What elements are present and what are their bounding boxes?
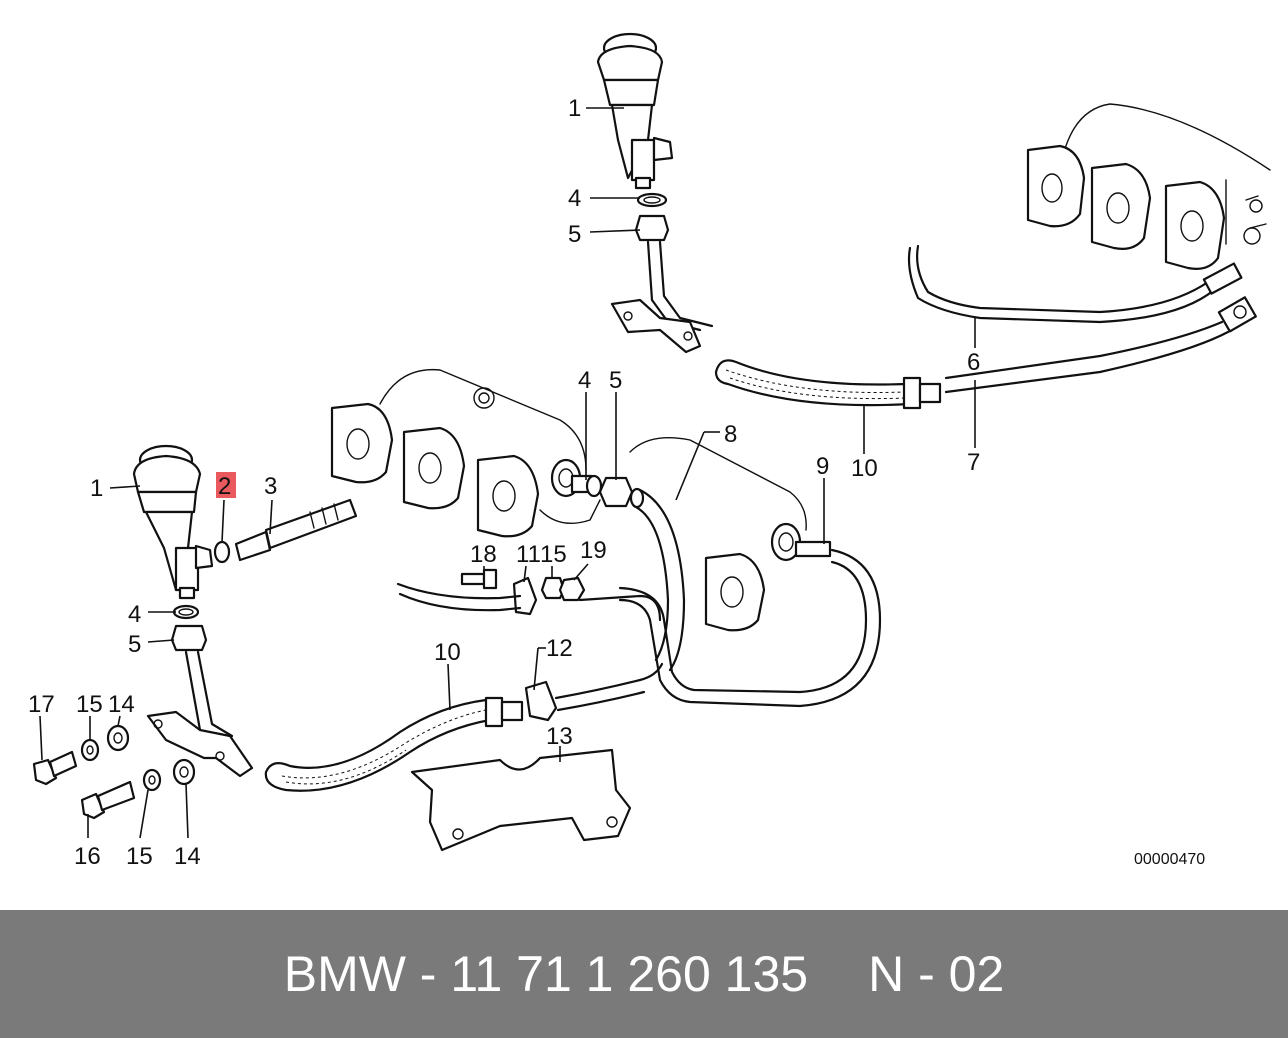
leader-lines	[39, 107, 976, 839]
top-valve	[596, 32, 674, 190]
top-washer-4	[636, 192, 668, 208]
hose-8	[638, 488, 686, 672]
callout-low-10: 10	[434, 639, 461, 666]
fitting-3	[234, 498, 358, 562]
callout-left-1: 1	[90, 475, 103, 502]
middle-manifold-right	[629, 437, 807, 632]
callout-11: 11	[516, 541, 541, 568]
callout-14b: 14	[174, 843, 201, 870]
lower-hose-10	[264, 696, 524, 792]
line-9	[618, 540, 882, 708]
part-footer: BMW - 11 71 1 260 135 N - 02	[0, 910, 1288, 1038]
callout-top-5: 5	[568, 221, 581, 248]
callout-15c: 15	[126, 843, 153, 870]
top-nut-5	[634, 214, 670, 242]
callout-19: 19	[580, 537, 607, 564]
top-hose-10	[714, 359, 942, 410]
parts-diagram: 1 4 5 6 7 10 4 5 8 9 1 2 3 4 5 18 11 15 …	[28, 32, 1271, 870]
callout-left-4: 4	[128, 601, 141, 628]
bolt-17	[32, 750, 78, 786]
left-bracket	[146, 710, 254, 778]
callout-17: 17	[28, 691, 55, 718]
bolt-16	[80, 780, 136, 820]
callout-7: 7	[967, 449, 980, 476]
middle-manifold	[330, 368, 601, 538]
callout-13: 13	[546, 723, 573, 750]
reference-number: 00000470	[1134, 851, 1205, 868]
callout-6: 6	[967, 349, 980, 376]
position-code: N - 02	[868, 946, 1005, 1002]
top-bracket	[610, 298, 702, 354]
callout-2: 2	[218, 473, 231, 500]
washer-15c	[142, 768, 162, 792]
mid-nut-5	[598, 476, 634, 508]
washer-14b	[172, 758, 196, 786]
callout-top-1: 1	[568, 95, 581, 122]
mid-pipe	[396, 582, 522, 600]
callout-top-4: 4	[568, 185, 581, 212]
callout-16: 16	[74, 843, 101, 870]
highlight-marker	[216, 472, 236, 498]
callout-mid-4: 4	[578, 367, 591, 394]
callout-left-5: 5	[128, 631, 141, 658]
fuel-lines-6-7	[907, 244, 1257, 394]
washer-15b	[80, 738, 100, 762]
left-valve	[132, 444, 214, 600]
callout-9: 9	[816, 453, 829, 480]
callout-mid-5: 5	[609, 367, 622, 394]
washer-15	[540, 576, 566, 600]
washer-14a	[106, 724, 130, 752]
clip-12	[524, 680, 558, 722]
callout-3: 3	[264, 473, 277, 500]
callout-12: 12	[546, 635, 573, 662]
heat-shield-13	[410, 748, 632, 852]
top-manifold	[1026, 103, 1271, 270]
callout-15a: 15	[540, 541, 567, 568]
callout-top-10: 10	[851, 455, 878, 482]
mid-fitting-4	[570, 474, 603, 498]
left-nut-5	[170, 624, 208, 652]
callout-8: 8	[724, 421, 737, 448]
part-number: BMW - 11 71 1 260 135	[283, 946, 809, 1002]
callout-15b: 15	[76, 691, 103, 718]
left-washer-4	[172, 604, 200, 620]
oring-2	[213, 540, 231, 564]
nut-19	[558, 576, 586, 602]
diagram-svg: 1 4 5 6 7 10 4 5 8 9 1 2 3 4 5 18 11 15 …	[28, 32, 1271, 870]
callout-18: 18	[470, 541, 497, 568]
small-fitting-18	[460, 568, 498, 590]
callout-14a: 14	[108, 691, 135, 718]
